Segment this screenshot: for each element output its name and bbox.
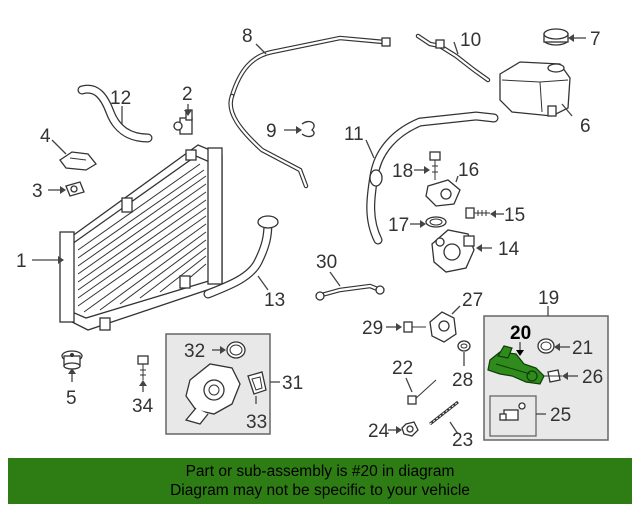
callout-26: 26 [582, 367, 603, 388]
oring-32-part [226, 341, 246, 359]
radiator [59, 144, 223, 331]
hose-11-part [366, 111, 499, 245]
sensor-part [173, 109, 193, 135]
stud-23-part [429, 400, 459, 426]
clamp-17-part [425, 216, 447, 228]
callout-11: 11 [344, 124, 364, 145]
callout-25: 25 [550, 405, 571, 426]
callout-10: 10 [460, 30, 481, 51]
callout-30: 30 [316, 252, 337, 273]
callout-8: 8 [242, 26, 253, 47]
callout-23: 23 [452, 430, 473, 451]
mount-part [61, 350, 83, 370]
callout-7: 7 [590, 29, 601, 50]
callout-5: 5 [66, 388, 77, 409]
callout-15: 15 [504, 205, 525, 226]
reservoir [499, 61, 571, 117]
callout-27: 27 [462, 290, 483, 311]
callout-12: 12 [110, 88, 131, 109]
thermostat-housing-part [431, 229, 475, 273]
callout-29: 29 [362, 318, 383, 339]
callout-3: 3 [32, 181, 43, 202]
hose-12-part [77, 84, 153, 143]
bolt-15-part [465, 207, 490, 219]
callout-16: 16 [458, 160, 479, 181]
callout-28: 28 [452, 370, 473, 391]
callout-33: 33 [246, 412, 267, 433]
gasket-33-part [247, 371, 267, 395]
hose-13-part [203, 215, 279, 299]
bracket-part [59, 151, 97, 171]
cap-part [543, 28, 569, 46]
callout-31: 31 [282, 373, 303, 394]
callout-17: 17 [388, 215, 409, 236]
water-outlet-part [184, 363, 241, 425]
callout-24: 24 [368, 421, 390, 442]
bracket-27-part [429, 311, 457, 343]
sensor-25-part [499, 402, 526, 421]
bolt-34-part [137, 355, 149, 380]
callout-19: 19 [538, 288, 559, 309]
callout-14: 14 [498, 239, 520, 260]
callout-9: 9 [266, 121, 277, 142]
callout-13: 13 [264, 290, 285, 311]
callout-4: 4 [40, 126, 51, 147]
callout-2: 2 [182, 84, 193, 105]
parts-diagram: 1 2 3 4 5 6 [16, 26, 609, 451]
nut-24-part [401, 421, 419, 437]
callout-21: 21 [572, 338, 593, 359]
hose-10-part [415, 33, 491, 83]
bolt-18-part [429, 151, 441, 180]
callout-22: 22 [392, 358, 413, 379]
bolt-29-part [403, 321, 426, 333]
outlet-16-part [425, 179, 461, 207]
long-hose-part [228, 35, 391, 189]
callout-1: 1 [16, 251, 27, 272]
clip-part [65, 181, 85, 197]
callout-20: 20 [510, 323, 531, 344]
clip-9-part [301, 120, 315, 138]
callout-32: 32 [184, 341, 205, 362]
fitting-26-part [544, 369, 562, 383]
bolt-22-part [407, 379, 437, 405]
tube-30-part [315, 283, 385, 301]
callout-6: 6 [580, 116, 591, 137]
info-banner: Part or sub-assembly is #20 in diagram D… [8, 458, 632, 504]
highlighted-part-20[interactable] [487, 345, 545, 385]
washer-28-part [457, 340, 471, 352]
oring-21-part [537, 338, 555, 354]
callout-18: 18 [392, 161, 413, 182]
callout-34: 34 [132, 396, 154, 417]
banner-line-1: Part or sub-assembly is #20 in diagram [185, 463, 455, 480]
banner-line-2: Diagram may not be specific to your vehi… [170, 482, 470, 499]
